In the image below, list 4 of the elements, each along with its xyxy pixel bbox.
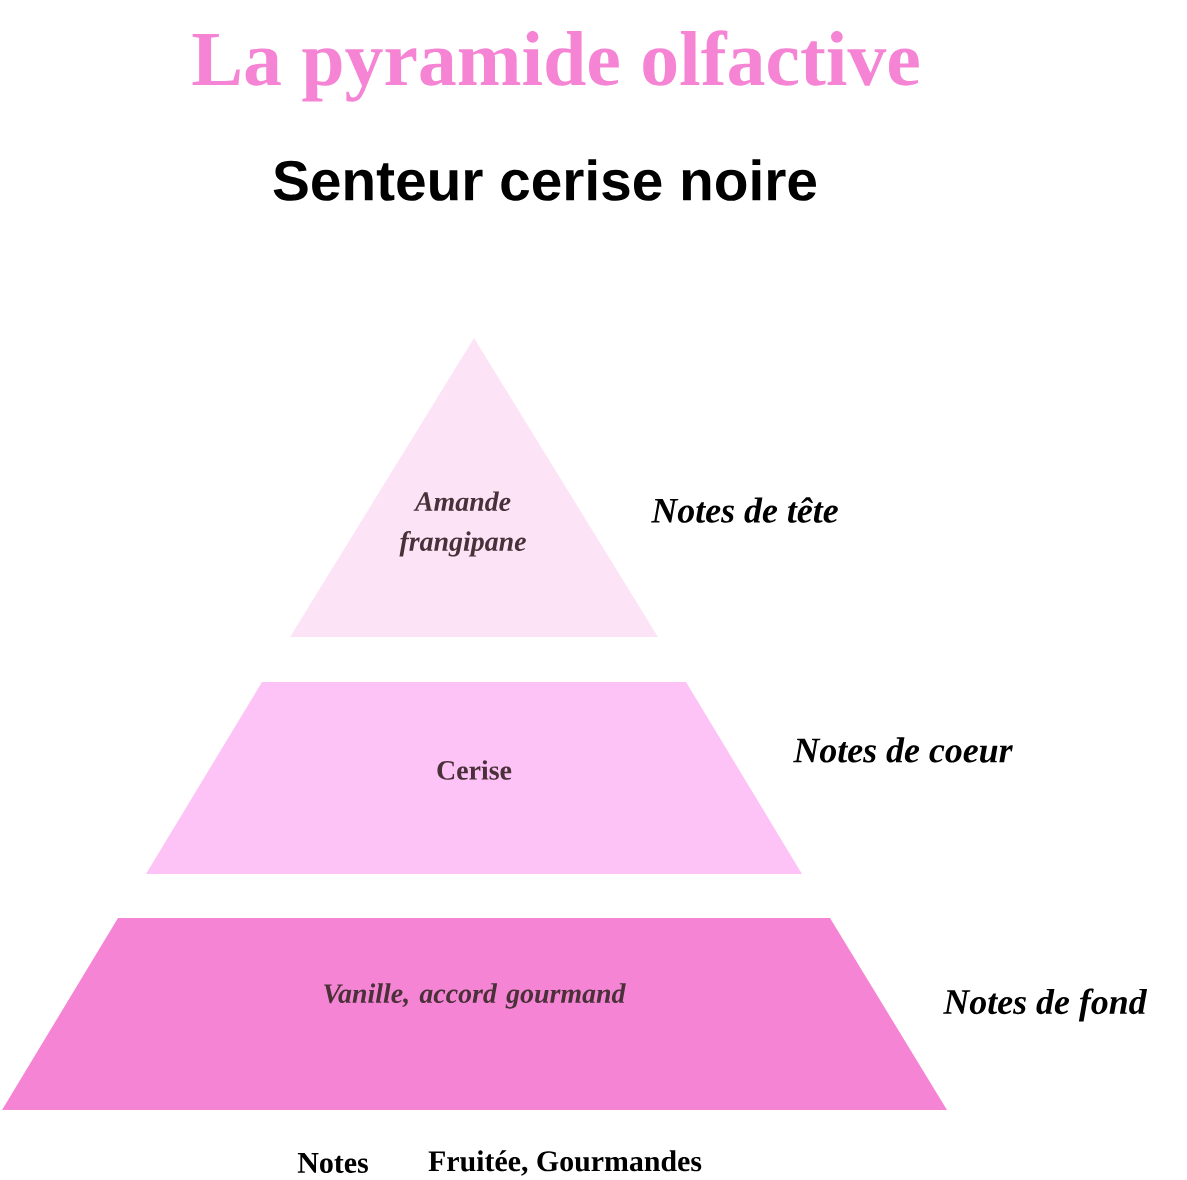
note-text: Fruitée, Gourmandes (428, 1150, 702, 1176)
title: La pyramide olfactive (192, 30, 919, 102)
note-text: Notes (297, 1153, 368, 1173)
subtitle: Senteur cerise noire (273, 159, 816, 201)
